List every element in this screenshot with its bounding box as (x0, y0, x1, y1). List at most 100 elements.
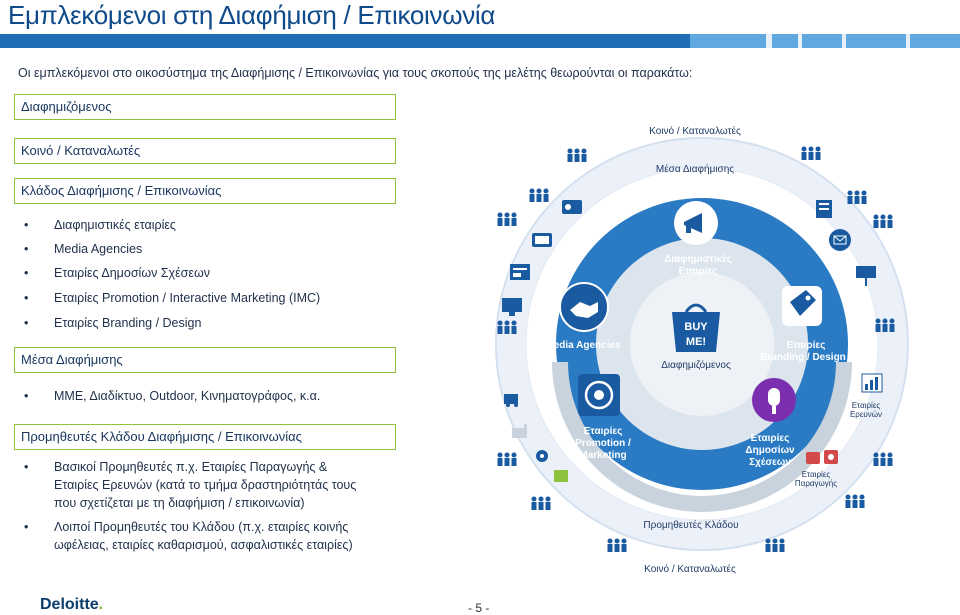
people-icon (497, 320, 517, 334)
branding-label-2: Branding / Design (760, 352, 846, 363)
microphone-stem (772, 406, 776, 414)
tv-icon (532, 233, 552, 247)
audience-top-label: Κοινό / Καταναλωτές (649, 125, 741, 137)
chart-icon (861, 373, 883, 393)
supplier-item-other: • Λοιποί Προμηθευτές του Κλάδου (π.χ. ετ… (24, 518, 353, 554)
advertiser-label: Διαφημιζόμενος (661, 359, 731, 371)
people-icon (497, 452, 517, 466)
box-audience: Κοινό / Καταναλωτές (14, 138, 396, 164)
branding-label-1: Εταιρίες (787, 340, 826, 351)
people-icon (873, 452, 893, 466)
billboard-icon (856, 266, 876, 286)
industry-item-label: Διαφημιστικές εταιρίες (54, 218, 176, 232)
bullet: • (24, 316, 29, 330)
industry-item: • Εταιρίες Promotion / Interactive Market… (24, 291, 321, 305)
bag-handle (684, 303, 708, 313)
header-band-block-2 (802, 34, 842, 48)
research-label-2: Ερευνών (850, 410, 882, 419)
newspaper-icon (816, 200, 832, 218)
industry-item: • Διαφημιστικές εταιρίες (24, 218, 176, 232)
bullet: • (24, 291, 29, 305)
people-icon (801, 146, 821, 160)
header-band-block-4 (910, 34, 960, 48)
people-icons (497, 146, 895, 552)
people-icon (529, 188, 549, 202)
intro-text: Οι εμπλεκόμενοι στο οικοσύστημα της Διαφ… (18, 66, 693, 80)
industry-item: • Media Agencies (24, 242, 143, 256)
people-icon (873, 214, 893, 228)
supplier-line: ωφέλειας, εταιρίες καθαρισμού, ασφαλιστι… (54, 538, 353, 552)
media-item: • ΜΜΕ, Διαδίκτυο, Outdoor, Κινηματογράφος… (24, 389, 321, 403)
deloitte-logo: Deloitte. (40, 596, 103, 614)
industry-item: • Εταιρίες Branding / Design (24, 316, 202, 330)
supplier-line: Εταιρίες Ερευνών (κατά το τμήμα δραστηρι… (54, 478, 357, 492)
bullet: • (24, 242, 29, 256)
megaphone-handle (686, 225, 691, 233)
radio-icon (562, 200, 582, 214)
people-icon (847, 190, 867, 204)
industry-item-label: Εταιρίες Branding / Design (54, 316, 202, 330)
page-title: Εμπλεκόμενοι στη Διαφήμιση / Επικοινωνία (8, 0, 496, 30)
pr-label-1: Εταιρίες (751, 433, 790, 444)
box-advertiser: Διαφημιζόμενος (14, 94, 396, 120)
people-icon (497, 212, 517, 226)
people-icon (607, 538, 627, 552)
handshake-shape (570, 302, 598, 318)
production-label-2: Παραγωγής (795, 479, 837, 488)
gear-icon (536, 450, 548, 462)
target-ring (584, 380, 614, 410)
logo-dot: . (98, 596, 104, 613)
people-icon (845, 494, 865, 508)
industry-item-label: Εταιρίες Promotion / Interactive Marketi… (54, 291, 321, 305)
audience-bottom-label: Κοινό / Καταναλωτές (644, 563, 736, 575)
video-camera-icon (806, 452, 820, 464)
people-icon (875, 318, 895, 332)
megaphone-shape (684, 213, 702, 233)
industry-item-label: Εταιρίες Δημοσίων Σχέσεων (54, 266, 210, 280)
page-number: - 5 - (468, 601, 490, 615)
price-tag-hole (805, 295, 811, 301)
logo-text: Deloitte (40, 596, 99, 613)
buy-label-1: BUY (684, 321, 708, 333)
promotion-label-3: Marketing (579, 450, 626, 461)
web-icon (510, 264, 530, 280)
supplier-line: Βασικοί Προμηθευτές π.χ. Εταιρίες Παραγω… (54, 460, 328, 474)
header-band-dark (0, 34, 690, 48)
mail-icon (829, 229, 851, 251)
target-center (594, 390, 604, 400)
header-band-light (690, 34, 766, 48)
people-icon (531, 496, 551, 510)
agencies-label-1: Διαφημιστικές (664, 254, 732, 265)
shopping-bag-icon (672, 312, 720, 352)
promotion-label-2: Promotion / (575, 438, 631, 449)
supplier-line: που σχετίζεται με τη διαφήμιση / επικοιν… (54, 496, 305, 510)
supplier-item-main: • Βασικοί Προμηθευτές π.χ. Εταιρίες Παρα… (24, 458, 357, 512)
box-media: Μέσα Διαφήμισης (14, 347, 396, 373)
agencies-label-2: Εταιρίες (679, 266, 718, 277)
microphone-head (768, 388, 780, 406)
promotion-label-1: Εταιρίες (584, 426, 623, 437)
header-band-block-3 (846, 34, 906, 48)
truck-icon (504, 394, 518, 407)
people-icon (567, 148, 587, 162)
box-suppliers: Προμηθευτές Κλάδου Διαφήμισης / Επικοινω… (14, 424, 396, 450)
bullet: • (24, 218, 29, 232)
media-item-label: ΜΜΕ, Διαδίκτυο, Outdoor, Κινηματογράφος,… (54, 389, 321, 403)
industry-item-label: Media Agencies (54, 242, 143, 256)
suppliers-band (552, 362, 852, 512)
package-icon (554, 470, 568, 482)
suppliers-label: Προμηθευτές Κλάδου (643, 519, 738, 531)
camera-icon (824, 450, 838, 464)
buy-label-2: ME! (686, 336, 706, 348)
research-label-1: Εταιρίες (852, 401, 881, 410)
bullet: • (24, 520, 29, 534)
monitor-icon (502, 298, 522, 316)
pr-label-3: Σχέσεων (749, 457, 791, 468)
production-label-1: Εταιρίες (802, 470, 831, 479)
bullet: • (24, 389, 29, 403)
media-label: Μέσα Διαφήμισης (656, 163, 734, 175)
industry-item: •Εταιρίες Δημοσίων Σχέσεων (24, 266, 210, 280)
media-agencies-label: Media Agencies (545, 340, 621, 351)
ecosystem-diagram: Κοινό / Καταναλωτές Μέσα Διαφήμισης Διαφ… (495, 125, 909, 575)
box-industry: Κλάδος Διαφήμισης / Επικοινωνίας (14, 178, 396, 204)
